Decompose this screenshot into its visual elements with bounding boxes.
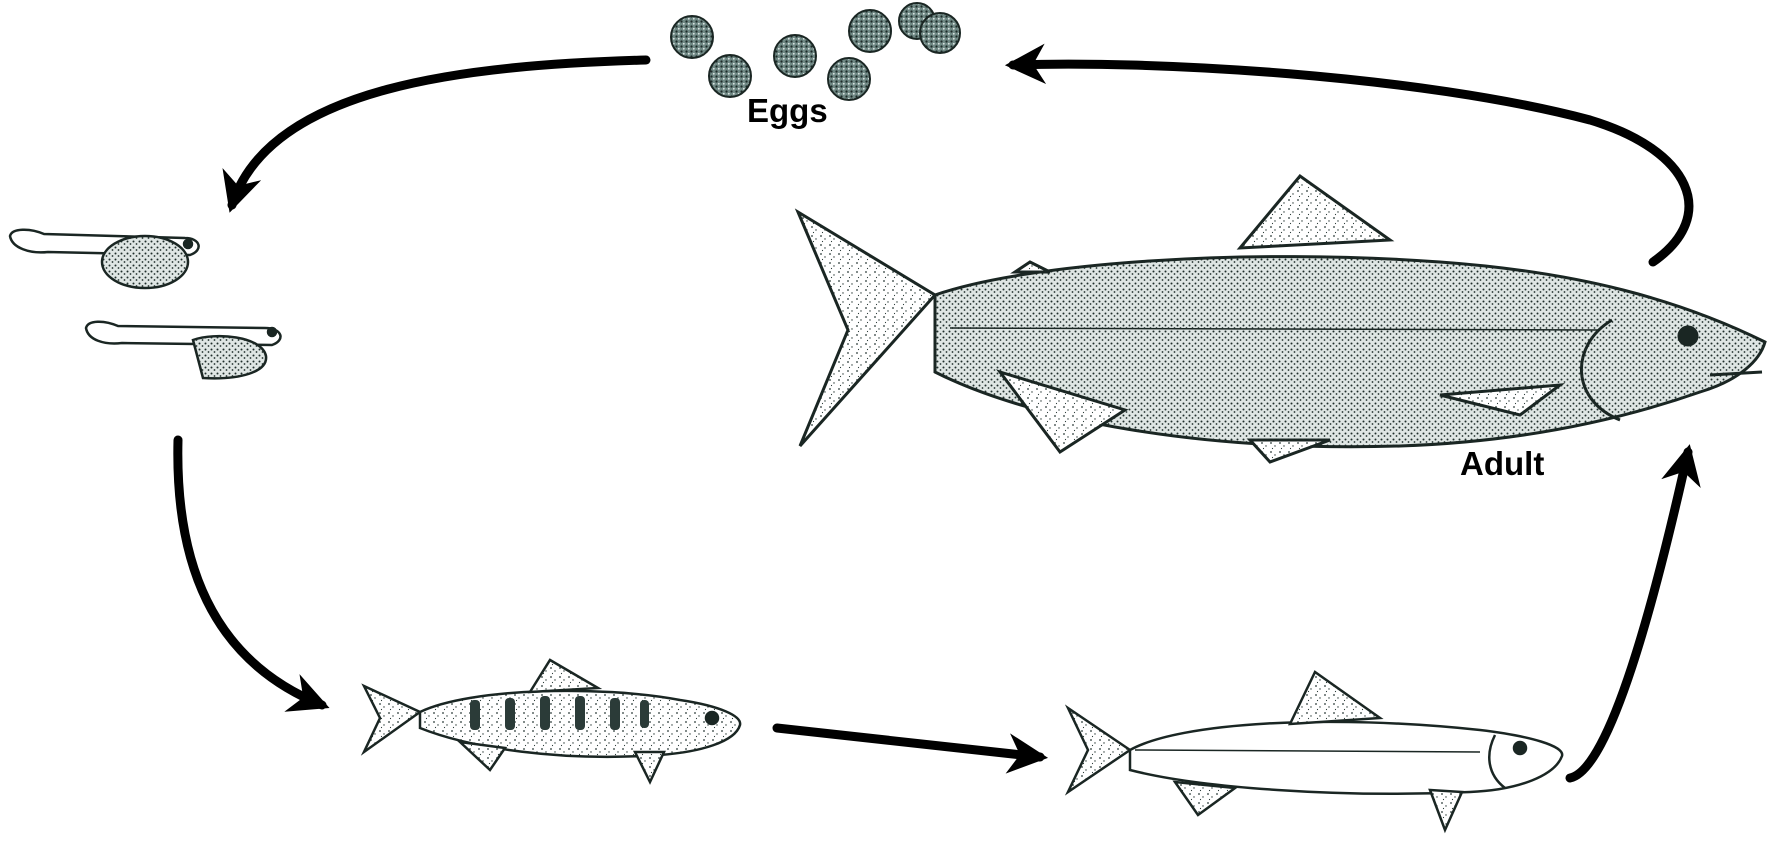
arrow-eggs-to-alevin bbox=[232, 60, 646, 205]
egg-cluster-icon bbox=[671, 3, 960, 100]
eggs-label: Eggs bbox=[747, 92, 828, 130]
adult-salmon-icon bbox=[798, 176, 1765, 462]
alevin-fish-icon bbox=[10, 230, 280, 379]
arrow-parr-to-smolt bbox=[777, 728, 1040, 757]
parr-fish-icon bbox=[364, 660, 740, 782]
smolt-fish-icon bbox=[1068, 672, 1562, 830]
arrow-alevin-to-parr bbox=[178, 440, 322, 705]
adult-label: Adult bbox=[1460, 445, 1544, 483]
arrow-smolt-to-adult bbox=[1570, 452, 1688, 778]
